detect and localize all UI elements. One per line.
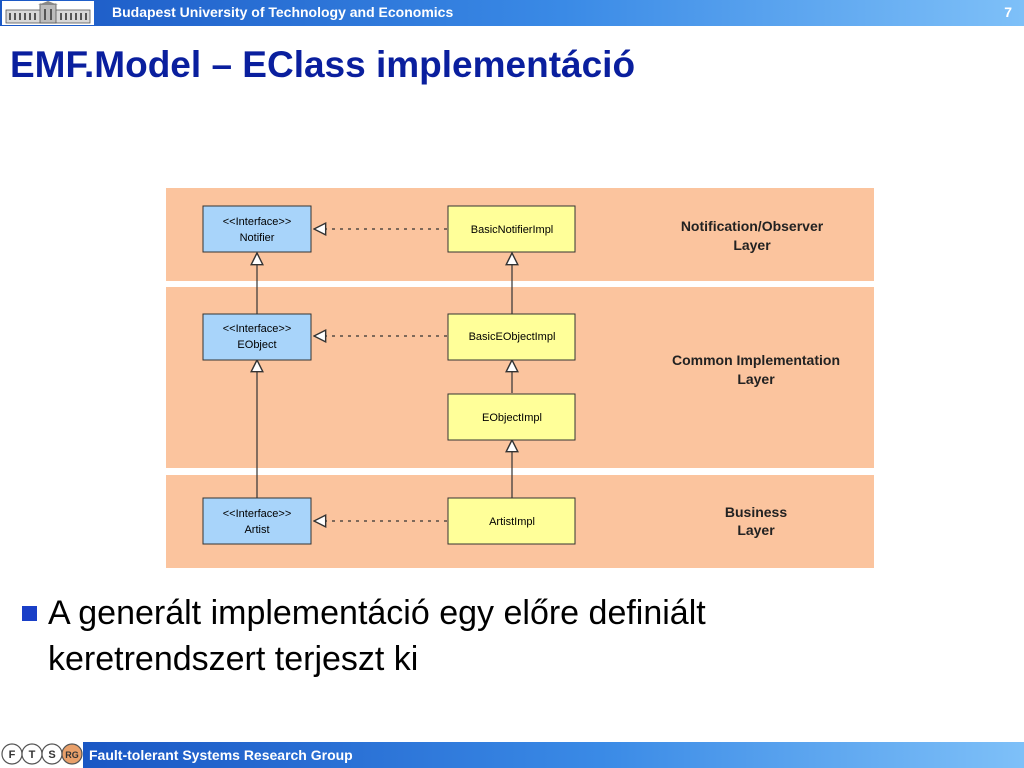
class-eobjectimpl: EObjectImpl <box>447 393 576 441</box>
interface-name: Artist <box>244 524 269 536</box>
layer-label-business-line1: Business <box>725 504 787 520</box>
interface-name: EObject <box>237 339 276 351</box>
interface-notifier: <<Interface>> Notifier <box>202 205 312 253</box>
emf-layer-diagram: <<Interface>> Notifier <<Interface>> EOb… <box>166 188 874 568</box>
layer-label-notification-line2: Layer <box>733 237 771 253</box>
class-name: EObjectImpl <box>482 412 542 424</box>
class-basiceobjectimpl: BasicEObjectImpl <box>447 313 576 361</box>
class-name: BasicNotifierImpl <box>471 224 554 236</box>
slide-title: EMF.Model – EClass implementáció <box>10 44 636 85</box>
interface-stereotype: <<Interface>> <box>223 508 292 520</box>
interface-stereotype: <<Interface>> <box>223 216 292 228</box>
interface-stereotype: <<Interface>> <box>223 323 292 335</box>
interface-artist: <<Interface>> Artist <box>202 497 312 545</box>
interface-eobject: <<Interface>> EObject <box>202 313 312 361</box>
logo-letter-t: T <box>29 749 36 761</box>
layer-label-notification-line1: Notification/Observer <box>681 218 824 234</box>
class-artistimpl: ArtistImpl <box>447 497 576 545</box>
university-name: Budapest University of Technology and Ec… <box>112 4 454 20</box>
class-name: ArtistImpl <box>489 516 535 528</box>
logo-letter-f: F <box>9 749 16 761</box>
ftsrg-logo: F T S RG <box>0 740 84 768</box>
logo-letter-rg: RG <box>65 750 79 760</box>
layer-label-business-line2: Layer <box>737 522 775 538</box>
logo-letter-s: S <box>48 749 55 761</box>
page-number: 7 <box>1004 4 1012 20</box>
layer-label-common-line2: Layer <box>737 371 775 387</box>
bullet-text-line1: A generált implementáció egy előre defin… <box>48 594 706 632</box>
header-bar: Budapest University of Technology and Ec… <box>0 0 1024 26</box>
university-building-logo <box>2 1 94 25</box>
bullet-item: A generált implementáció egy előre defin… <box>22 590 982 682</box>
bullet-list: A generált implementáció egy előre defin… <box>22 590 982 682</box>
layer-label-common-line1: Common Implementation <box>672 352 840 368</box>
class-name: BasicEObjectImpl <box>469 331 556 343</box>
footer-bar: Fault-tolerant Systems Research Group <box>83 742 1024 768</box>
bullet-square-icon <box>22 606 37 621</box>
class-basicnotifierimpl: BasicNotifierImpl <box>447 205 576 253</box>
bullet-text-line2: keretrendszert terjeszt ki <box>48 640 419 678</box>
interface-name: Notifier <box>240 232 275 244</box>
research-group-name: Fault-tolerant Systems Research Group <box>89 747 353 763</box>
